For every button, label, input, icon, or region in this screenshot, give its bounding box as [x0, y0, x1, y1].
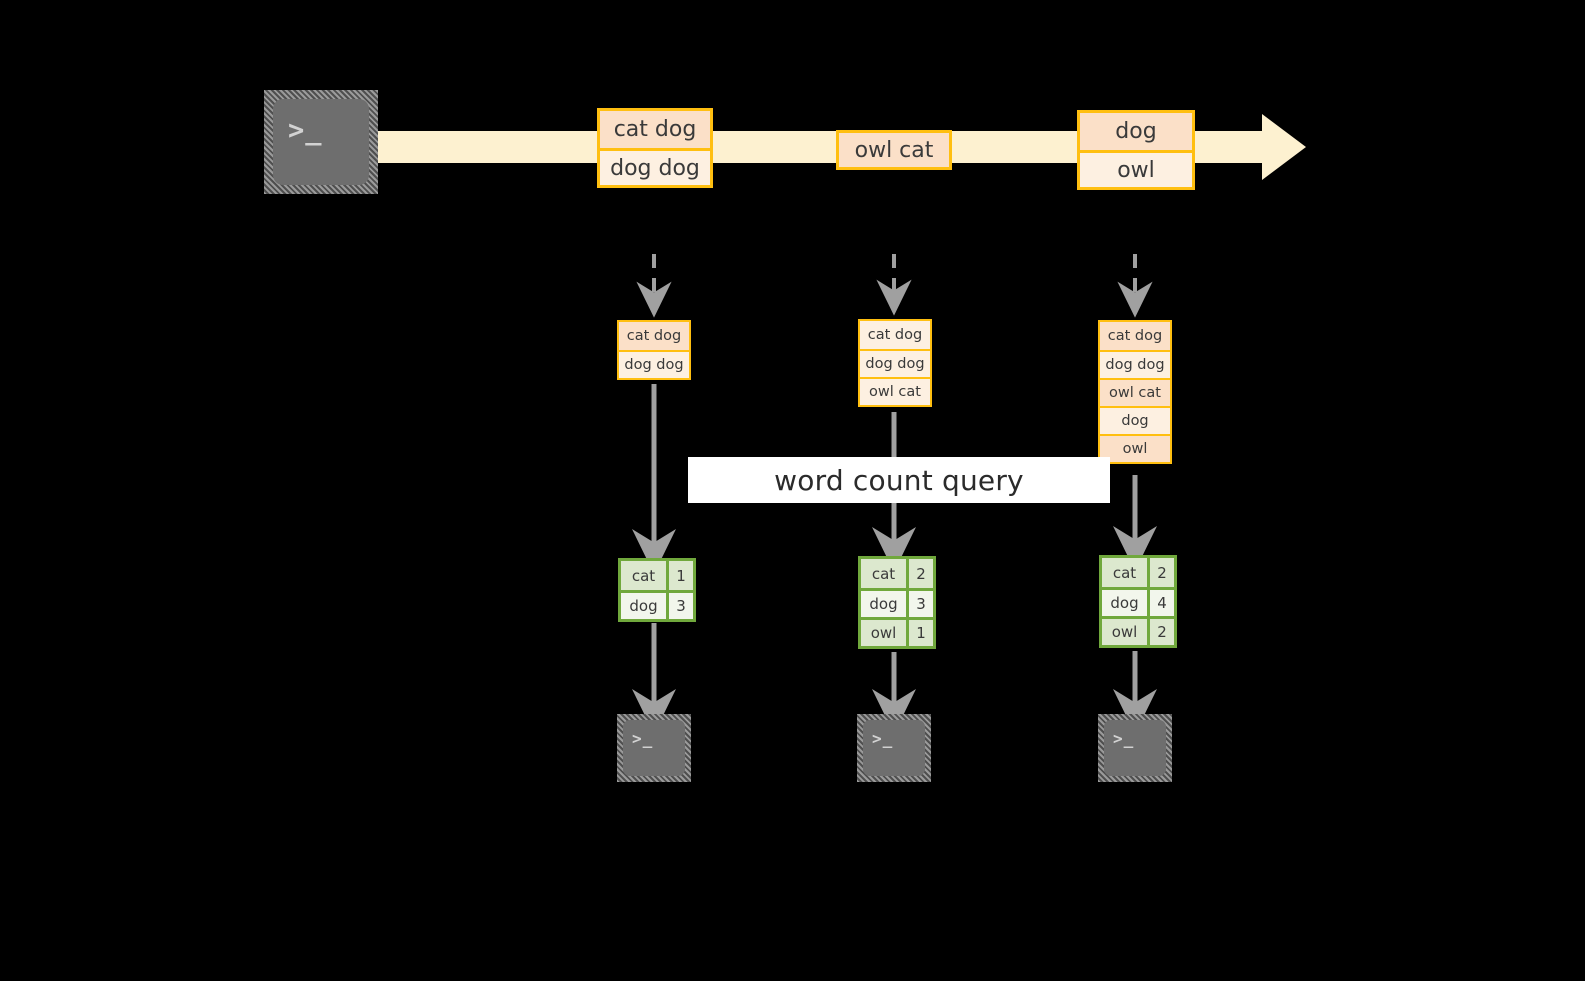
column-1-accumulated-records[interactable]: cat dog dog dog	[617, 320, 691, 380]
terminal-prompt-glyph: >_	[1113, 729, 1135, 748]
table-row: dog 4	[1102, 587, 1174, 616]
stream-event-1[interactable]: cat dog dog dog	[597, 108, 713, 188]
column-1-record-2: dog dog	[619, 350, 689, 378]
column-2-record-1: cat dog	[860, 321, 930, 349]
terminal-screen: >_	[273, 99, 369, 185]
column-2-sink-terminal-icon[interactable]: >_	[857, 714, 931, 782]
column-3-result-count-3: 2	[1147, 619, 1174, 645]
column-3-result-word-1: cat	[1102, 558, 1147, 587]
column-2-result-table[interactable]: cat 2 dog 3 owl 1	[858, 556, 936, 649]
terminal-screen: >_	[623, 720, 685, 776]
column-1-result-word-2: dog	[621, 593, 666, 619]
terminal-prompt-glyph: >_	[872, 729, 894, 748]
stream-event-1-line-1: cat dog	[600, 111, 710, 148]
table-row: dog 3	[861, 588, 933, 617]
column-3-record-4: dog	[1100, 406, 1170, 434]
stream-event-2-line-1: owl cat	[839, 133, 949, 167]
column-1-sink-terminal-icon[interactable]: >_	[617, 714, 691, 782]
column-3-result-word-3: owl	[1102, 619, 1147, 645]
terminal-prompt-glyph: >_	[288, 115, 323, 146]
table-row: owl 2	[1102, 616, 1174, 645]
stream-event-3[interactable]: dog owl	[1077, 110, 1195, 190]
column-2-result-count-3: 1	[906, 620, 933, 646]
terminal-screen: >_	[863, 720, 925, 776]
query-label-text: word count query	[774, 463, 1024, 497]
column-3-result-table[interactable]: cat 2 dog 4 owl 2	[1099, 555, 1177, 648]
column-3-record-1: cat dog	[1100, 322, 1170, 350]
column-2-result-word-3: owl	[861, 620, 906, 646]
stream-event-3-line-1: dog	[1080, 113, 1192, 150]
column-1-result-word-1: cat	[621, 561, 666, 590]
column-2-result-word-2: dog	[861, 591, 906, 617]
column-3-record-3: owl cat	[1100, 378, 1170, 406]
column-3-result-word-2: dog	[1102, 590, 1147, 616]
column-1-result-count-2: 3	[666, 593, 693, 619]
table-row: owl 1	[861, 617, 933, 646]
column-1-record-1: cat dog	[619, 322, 689, 350]
stream-event-1-line-2: dog dog	[600, 148, 710, 185]
column-2-result-word-1: cat	[861, 559, 906, 588]
stream-to-column-connectors	[636, 254, 1153, 318]
column-1-result-table[interactable]: cat 1 dog 3	[618, 558, 696, 622]
stream-event-3-line-2: owl	[1080, 150, 1192, 187]
column-1-result-count-1: 1	[666, 561, 693, 590]
column-2-result-count-1: 2	[906, 559, 933, 588]
stream-event-2[interactable]: owl cat	[836, 130, 952, 170]
column-3-record-2: dog dog	[1100, 350, 1170, 378]
column-3-sink-terminal-icon[interactable]: >_	[1098, 714, 1172, 782]
table-row: dog 3	[621, 590, 693, 619]
query-label: word count query	[688, 457, 1110, 503]
column-3-result-count-2: 4	[1147, 590, 1174, 616]
column-2-record-2: dog dog	[860, 349, 930, 377]
column-2-record-3: owl cat	[860, 377, 930, 405]
column-3-result-count-1: 2	[1147, 558, 1174, 587]
source-terminal-icon[interactable]: >_	[264, 90, 378, 194]
column-2-accumulated-records[interactable]: cat dog dog dog owl cat	[858, 319, 932, 407]
column-3-accumulated-records[interactable]: cat dog dog dog owl cat dog owl	[1098, 320, 1172, 464]
terminal-screen: >_	[1104, 720, 1166, 776]
table-row: cat 1	[621, 561, 693, 590]
terminal-prompt-glyph: >_	[632, 729, 654, 748]
table-row: cat 2	[1102, 558, 1174, 587]
column-3-record-5: owl	[1100, 434, 1170, 462]
column-2-result-count-2: 3	[906, 591, 933, 617]
table-row: cat 2	[861, 559, 933, 588]
